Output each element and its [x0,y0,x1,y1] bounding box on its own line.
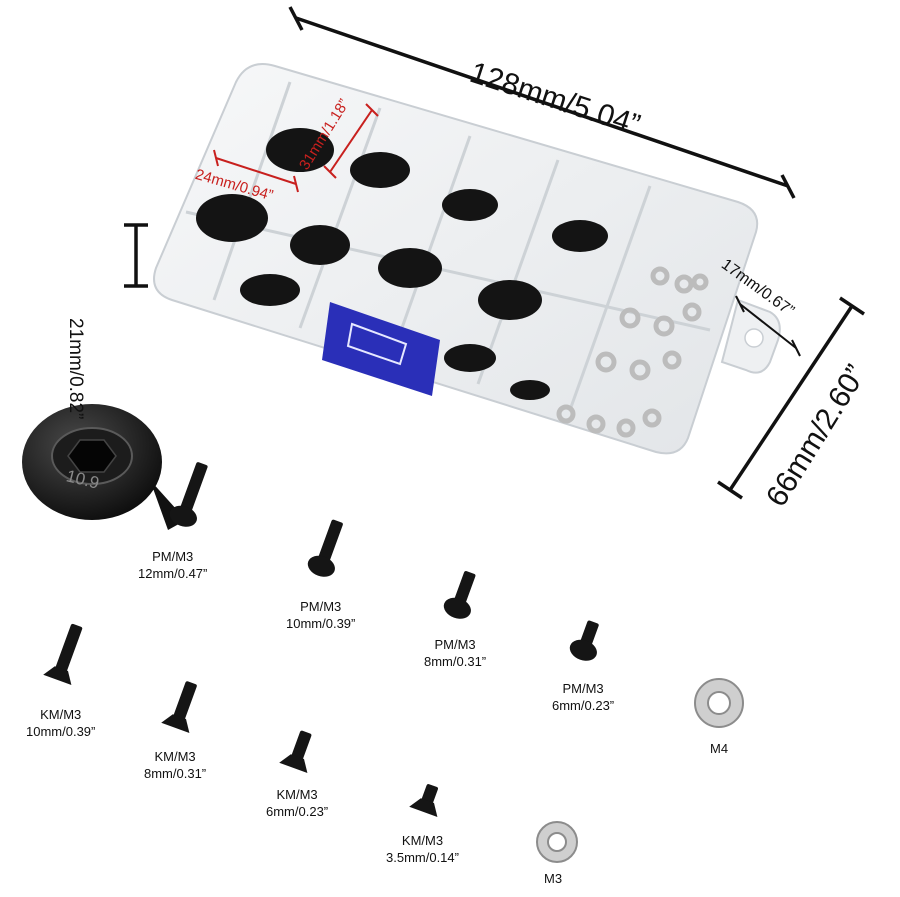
label-km-10mm: KM/M3 10mm/0.39” [26,706,95,740]
label-washer-m4: M4 [710,740,728,757]
screw-pm-12mm [169,462,208,527]
screw-km-10mm [43,623,83,686]
label-size: 8mm/0.31” [424,654,487,669]
washer-m4 [694,678,744,728]
dimension-lines [124,6,865,500]
label-size: 6mm/0.23” [266,804,329,819]
washer-m3 [536,821,578,863]
label-type: PM/M3 [152,549,194,564]
label-pm-10mm: PM/M3 10mm/0.39” [286,598,355,632]
label-size: 10mm/0.39” [286,616,356,631]
label-pm-6mm: PM/M3 6mm/0.23” [552,680,614,714]
red-dimension-lines [213,103,379,193]
label-size: 8mm/0.31” [144,766,207,781]
screw-head-closeup [22,404,186,530]
label-type: KM/M3 [401,833,444,848]
label-type: KM/M3 [276,787,318,802]
label-km-6mm: KM/M3 6mm/0.23” [266,786,328,820]
screw-pm-10mm [307,519,343,577]
label-washer-m3: M3 [544,870,562,887]
organizer-box [153,63,781,455]
screw-pm-8mm [443,571,476,619]
label-type: KM/M3 [154,749,196,764]
label-type: PM/M3 [434,637,476,652]
label-type: PM/M3 [562,681,604,696]
screw-km-6mm [279,730,312,774]
boxed-washers [556,266,709,438]
label-size: 10mm/0.39” [26,724,96,739]
label-km-3-5mm: KM/M3 3.5mm/0.14” [386,832,459,866]
label-type: KM/M3 [40,707,82,722]
screw-km-3-5mm [409,784,438,818]
label-type: M4 [710,741,729,756]
label-type: PM/M3 [300,599,342,614]
label-pm-12mm: PM/M3 12mm/0.47” [138,548,207,582]
screw-km-8mm [161,681,197,734]
loose-screws [43,462,599,818]
label-pm-8mm: PM/M3 8mm/0.31” [424,636,486,670]
label-size: 3.5mm/0.14” [386,850,459,865]
label-km-8mm: KM/M3 8mm/0.31” [144,748,206,782]
label-type: M3 [544,871,563,886]
height-dimension: 21mm/0.82” [65,318,86,420]
label-size: 12mm/0.47” [138,566,208,581]
label-size: 6mm/0.23” [552,698,615,713]
boxed-screws [196,128,608,400]
screw-pm-6mm [569,620,599,661]
